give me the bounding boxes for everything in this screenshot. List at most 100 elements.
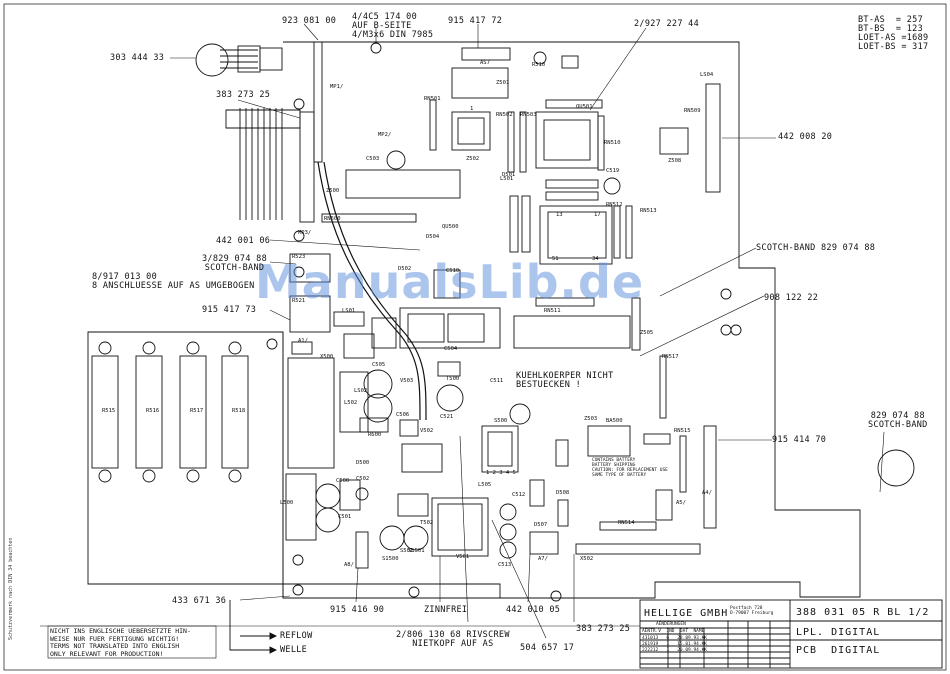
- callout-2927: 2/927 227 44: [634, 19, 700, 29]
- changes-title: AENDERUNGEN: [656, 622, 686, 627]
- part-r515: R515: [102, 408, 116, 414]
- callout-915416: 915 416 90: [330, 605, 385, 615]
- board-outline: [87, 41, 861, 599]
- translation-note: NICHT INS ENGLISCHE UEBERSETZTE HIN- WEI…: [50, 627, 191, 658]
- pin-13: 13: [556, 212, 563, 218]
- part-d508: D508: [556, 490, 570, 496]
- part-mp2: MP2/: [378, 132, 392, 138]
- part-t502: T502: [420, 520, 434, 526]
- part-c511: C511: [490, 378, 504, 384]
- part-z503: Z503: [584, 416, 598, 422]
- part-rn511: RN511: [544, 308, 561, 314]
- part-c512: C512: [512, 492, 526, 498]
- callout-zinnfrei: ZINNFREI: [424, 605, 468, 615]
- part-as7: AS7: [480, 60, 490, 66]
- callout-908: 908 122 22: [764, 293, 819, 303]
- part-l500: L500: [280, 500, 294, 506]
- part-r521: R521: [292, 298, 306, 304]
- battery-warning: CONTAINS BATTERY BATTERY SHIPPING CAUTIO…: [592, 458, 668, 478]
- part-q500: QU500: [442, 224, 459, 230]
- changes-header: AENTR.V IND DAT NAME: [642, 629, 705, 634]
- callout-915417-72: 915 417 72: [448, 16, 503, 26]
- part-t500: T500: [446, 376, 460, 382]
- callout-kuehlkoerper: KUEHLKOERPER NICHT BESTUECKEN !: [516, 371, 614, 390]
- part-d501: D501: [502, 172, 516, 178]
- resistor-array: [91, 355, 249, 469]
- part-r600: R600: [368, 432, 382, 438]
- callout-504: 504 657 17: [520, 643, 575, 653]
- callout-383-bot: 383 273 25: [576, 624, 631, 634]
- callout-829-right: 829 074 88 SCOTCH-BAND: [868, 411, 928, 430]
- part-c519: C519: [606, 168, 620, 174]
- loet-bs-count: LOET-BS = 317: [858, 42, 929, 52]
- part-rn509: RN509: [684, 108, 701, 114]
- part-rn510: RN510: [604, 140, 621, 146]
- callout-923: 923 081 00: [282, 16, 337, 26]
- part-r518: R518: [232, 408, 246, 414]
- callout-442010: 442 010 05: [506, 605, 561, 615]
- part-r523: R523: [292, 254, 306, 260]
- ic-z508: [659, 127, 689, 155]
- part-a5: A5/: [676, 500, 686, 506]
- part-v502: V502: [420, 428, 434, 434]
- watermark: ManualsLib.de: [255, 255, 645, 309]
- part-s501: S501: [400, 548, 414, 554]
- callout-442008: 442 008 20: [778, 132, 833, 142]
- part-z502: Z502: [466, 156, 480, 162]
- company-name: HELLIGE GMBH: [644, 608, 729, 619]
- pin-17: 17: [594, 212, 601, 218]
- transformer: [431, 497, 489, 557]
- part-z501: Z501: [496, 80, 510, 86]
- part-s500: S500: [494, 418, 508, 424]
- part-c501: C501: [338, 514, 352, 520]
- pin-row-12345: 1 2 3 4 5: [486, 470, 516, 476]
- part-z500: Z500: [326, 188, 340, 194]
- protection-notice: Schutzvermerk nach DIN 34 beachten: [8, 537, 14, 640]
- bt-as-count: BT-AS = 257: [858, 15, 924, 25]
- title-english: PCB DIGITAL: [796, 645, 881, 656]
- welle-label: WELLE: [280, 645, 308, 655]
- title-german: LPL. DIGITAL: [796, 627, 881, 638]
- part-rn517: RN517: [662, 354, 679, 360]
- ic-z501-top: [545, 99, 603, 109]
- part-s1501: S1501: [408, 548, 425, 554]
- callout-2806: 2/806 130 68 RIVSCREW NIETKOPF AUF AS: [396, 630, 510, 649]
- drawing-frame: [3, 3, 947, 671]
- part-c513: C513: [498, 562, 512, 568]
- company-address: Postfach 728 D-79007 Freiburg: [730, 606, 774, 616]
- part-rn515: RN515: [674, 428, 691, 434]
- part-c505: C505: [372, 362, 386, 368]
- part-ba500: BA500: [606, 418, 623, 424]
- part-d504: D504: [426, 234, 440, 240]
- part-rn501: RN501: [424, 96, 441, 102]
- part-c521: C521: [440, 414, 454, 420]
- battery-ba500: [587, 425, 631, 457]
- callout-433: 433 671 36: [172, 596, 227, 606]
- part-c504: C504: [444, 346, 458, 352]
- connector-bottom-long: [575, 543, 701, 555]
- ic-z500-dip: [345, 169, 461, 199]
- part-rn512: RN512: [606, 202, 623, 208]
- part-d500: D500: [356, 460, 370, 466]
- pin-1: 1: [470, 106, 474, 112]
- callout-303: 303 444 33: [110, 53, 165, 63]
- part-c502: C502: [356, 476, 370, 482]
- callout-3829: 3/829 074 88 SCOTCH-BAND: [202, 254, 268, 273]
- part-v503: V503: [400, 378, 414, 384]
- capacitors: [315, 51, 915, 559]
- part-a8: A8/: [344, 562, 354, 568]
- part-r517: R517: [190, 408, 204, 414]
- connector-right-long: [705, 83, 721, 193]
- battery-cell-top: [195, 43, 229, 77]
- part-a4: A4/: [702, 490, 712, 496]
- part-ls01: LS01: [342, 308, 356, 314]
- part-a1: A1/: [298, 338, 308, 344]
- changes-rows: 431013 6 28.09.93.KK 261919 1 15.01.94.K…: [642, 636, 708, 653]
- part-v501: V501: [456, 554, 470, 560]
- part-l502: L502: [344, 400, 358, 406]
- part-d507: D507: [534, 522, 548, 528]
- callout-4405: 4/4C5 174 00 AUF B-SEITE 4/M3x6 DIN 7985: [352, 12, 434, 40]
- part-d502: D502: [398, 266, 412, 272]
- pin-34: 34: [592, 256, 599, 262]
